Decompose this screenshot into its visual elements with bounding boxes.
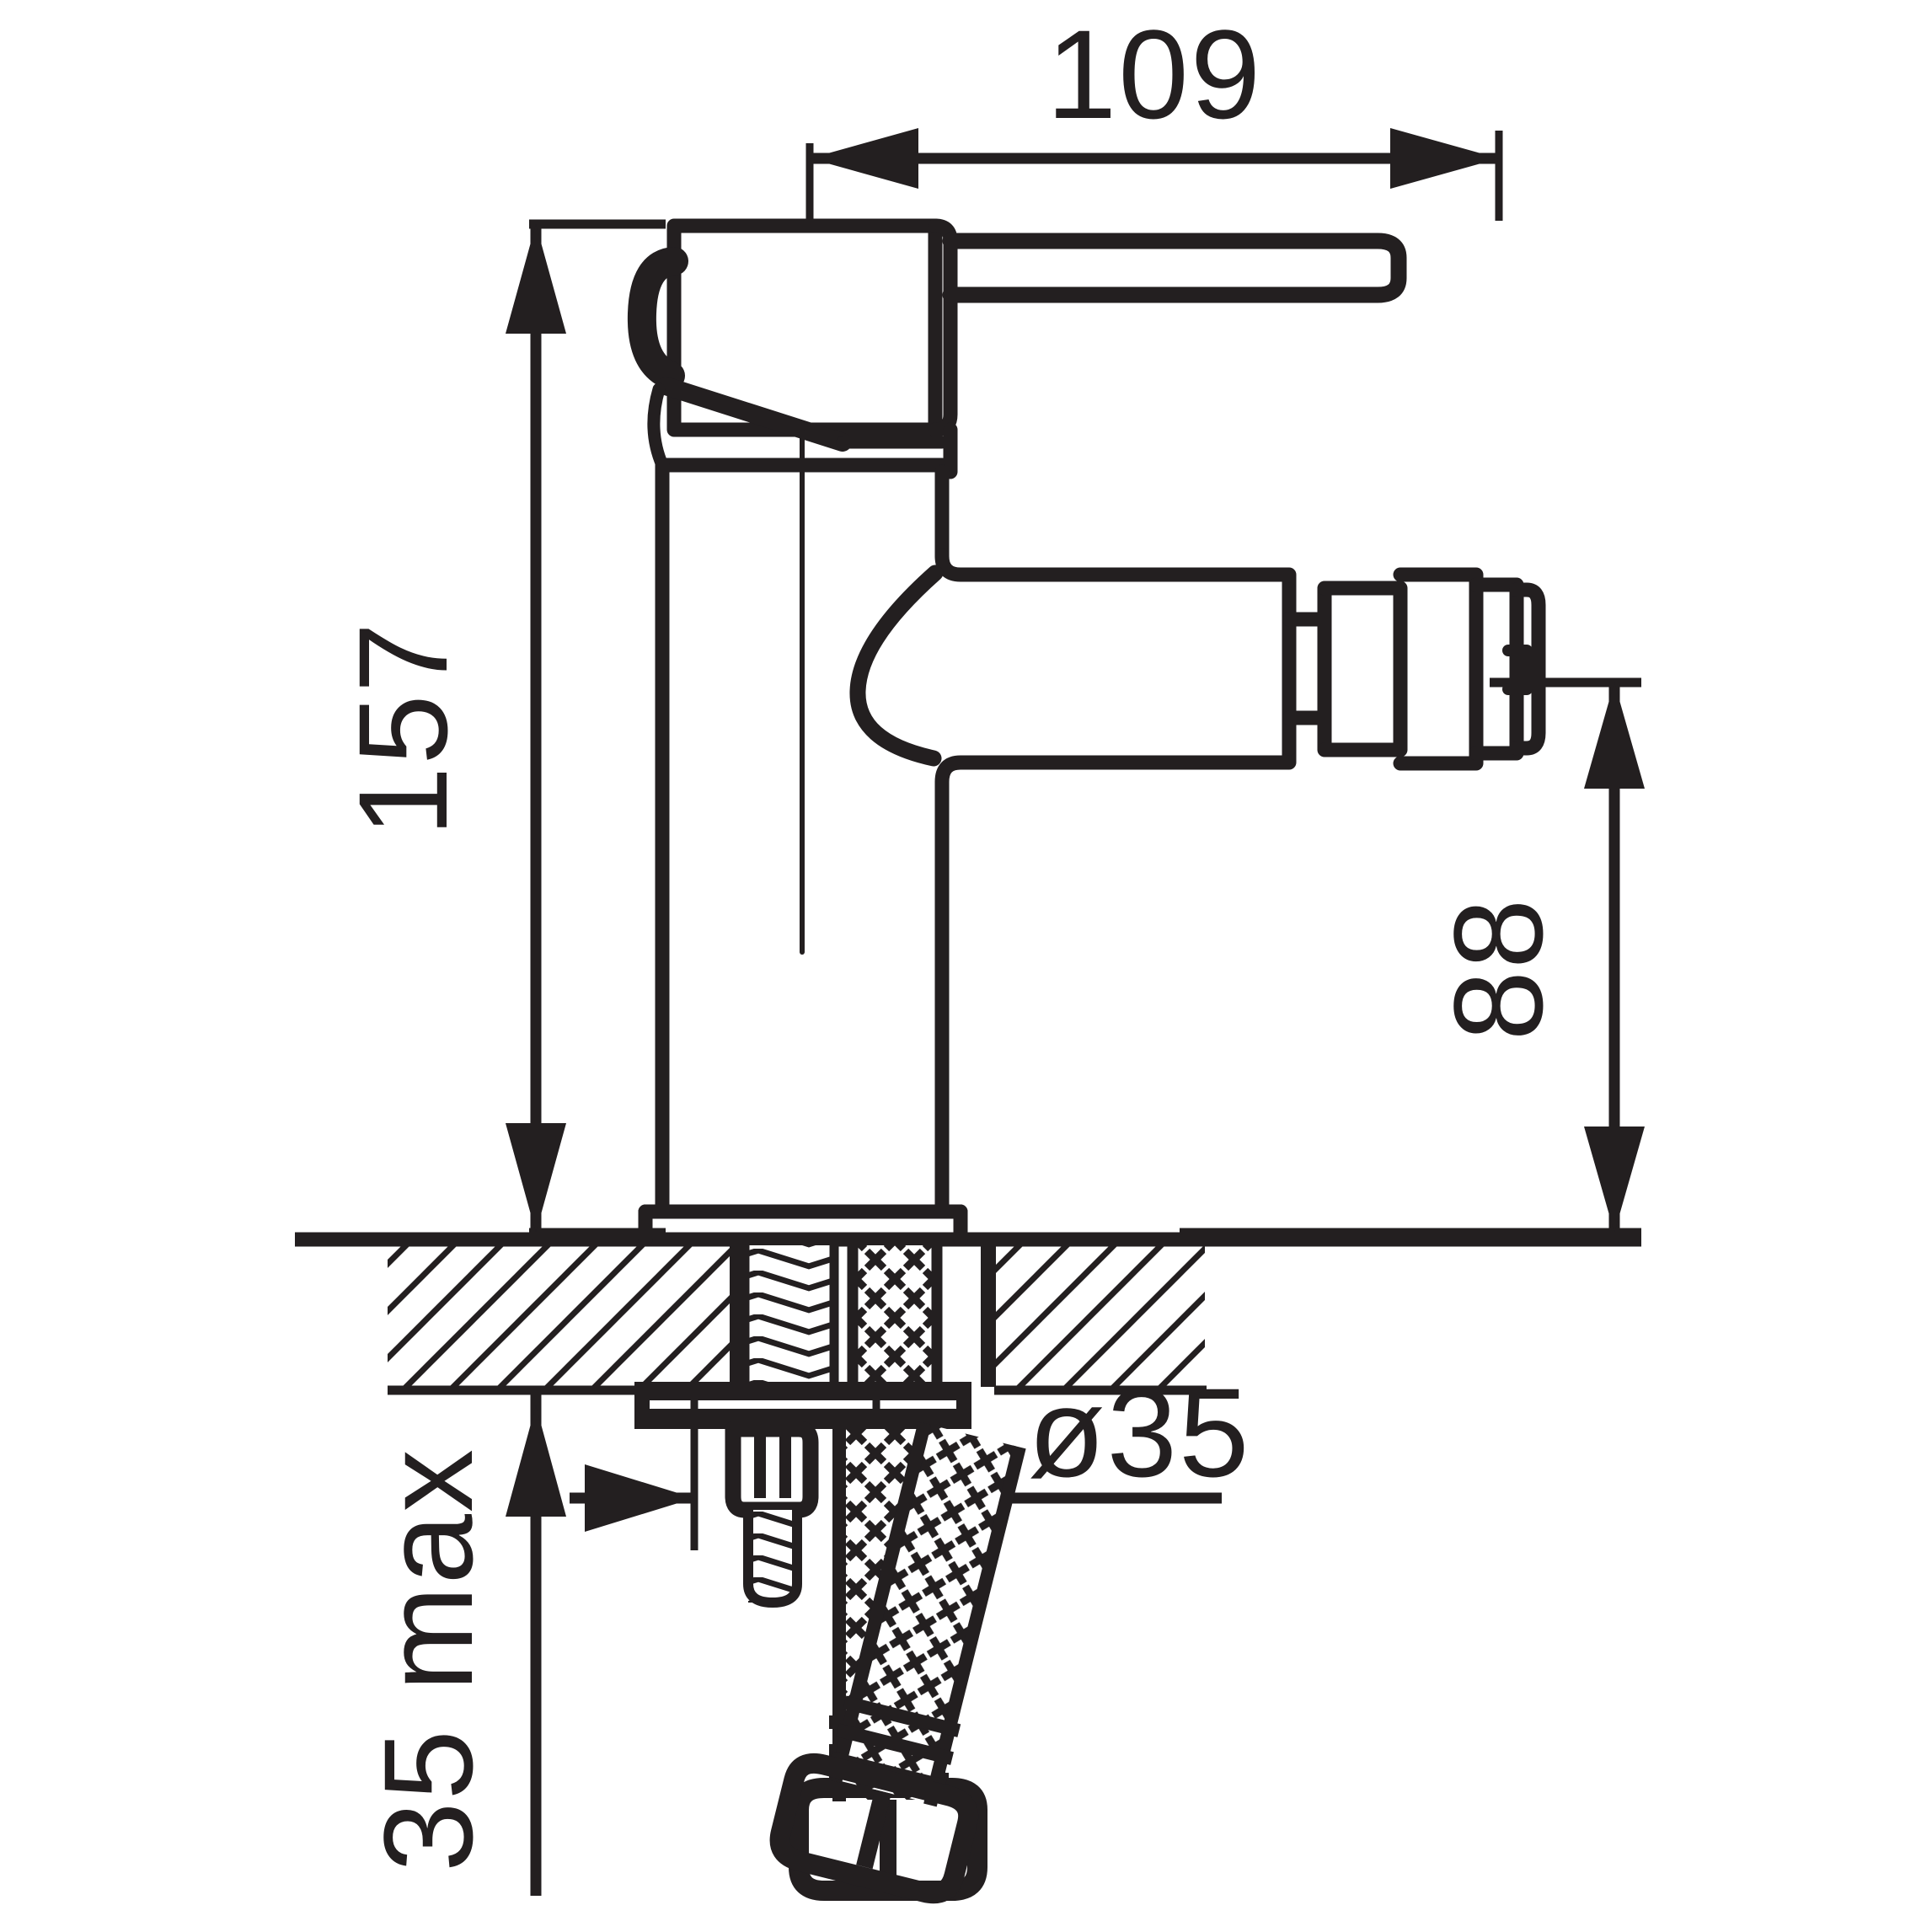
dimension-157: 157 <box>332 219 666 1238</box>
counter-hatch-right <box>996 1245 1205 1387</box>
cartridge-housing-right-cap <box>928 218 958 437</box>
fixing-nut-shank <box>748 1510 797 1603</box>
supply-hose-right-edge-l <box>828 1421 932 1784</box>
aerator-ring-1 <box>1317 581 1408 757</box>
cartridge-housing-chamfer <box>656 377 852 452</box>
spout-arm-upper <box>934 549 1297 597</box>
counter-hatch-mid <box>647 1245 730 1387</box>
arrowhead-35max <box>506 1405 566 1517</box>
hose-nut-right-flute <box>856 1790 891 1870</box>
counter-section <box>295 1232 1641 1395</box>
aerator-ring-3 <box>1469 577 1524 761</box>
arrowhead-109-right <box>1390 128 1499 189</box>
deck-flange <box>638 1204 968 1247</box>
aerator-outlet-notch <box>1502 645 1533 695</box>
lever-handle-outline <box>942 233 1407 303</box>
counter-hatch-left <box>388 1245 647 1387</box>
aerator-ring-2 <box>1393 567 1484 771</box>
dimension-label-157: 157 <box>332 621 474 837</box>
clamp-plate-upper <box>642 1382 964 1400</box>
cartridge-housing-left-bulge <box>627 247 688 390</box>
arrowhead-157-top <box>506 224 566 334</box>
arrowhead-88-bottom <box>1584 1127 1645 1233</box>
lever-handle <box>942 233 1407 303</box>
supply-hose-left-edge-l <box>832 1429 846 1801</box>
hose-nut-left <box>789 1778 987 1901</box>
supply-hose-right-edge-r <box>923 1445 1026 1807</box>
under-counter-mount <box>634 1245 996 1608</box>
hose-nut-right <box>769 1753 979 1904</box>
aerator-outlet-cap <box>1509 582 1546 756</box>
fixing-nut-shank-outline <box>743 1510 802 1608</box>
threaded-stud <box>745 1245 834 1387</box>
arrowhead-88-top <box>1584 682 1645 789</box>
cartridge-housing <box>627 218 958 479</box>
supply-hose-right <box>769 1421 1026 1904</box>
arrowhead-dia35-left <box>585 1464 694 1532</box>
hose-nut-left-outline <box>789 1778 987 1901</box>
cartridge-housing-arc <box>647 383 669 472</box>
dimension-label-109: 109 <box>1046 3 1262 145</box>
faucet-body <box>627 218 1546 1247</box>
spout-arm-lower <box>934 741 1297 1219</box>
arrowhead-109-left <box>810 128 918 189</box>
aerator <box>1282 567 1546 771</box>
shank-wall-right <box>981 1245 996 1387</box>
dimension-109: 109 <box>805 3 1503 221</box>
dimension-88: 88 <box>1180 677 1645 1238</box>
dimension-label-35-max: 35 max <box>357 1448 499 1872</box>
spout-throat-curve <box>849 565 944 767</box>
hose-nut-right-outline <box>769 1753 979 1904</box>
dimension-35-max: 35 max <box>357 1233 566 1896</box>
hose-through-hole <box>853 1245 937 1387</box>
supply-hose-right-ferrule-1 <box>843 1695 961 1737</box>
body-column <box>655 429 950 1219</box>
fixing-nut-outline <box>725 1421 819 1518</box>
spout-arm <box>849 549 1297 1219</box>
dimension-label-88: 88 <box>1427 897 1569 1041</box>
fixing-nut <box>725 1421 819 1518</box>
supply-hose-right-ferrule-2 <box>836 1723 954 1765</box>
arrowhead-157-bottom <box>506 1123 566 1233</box>
